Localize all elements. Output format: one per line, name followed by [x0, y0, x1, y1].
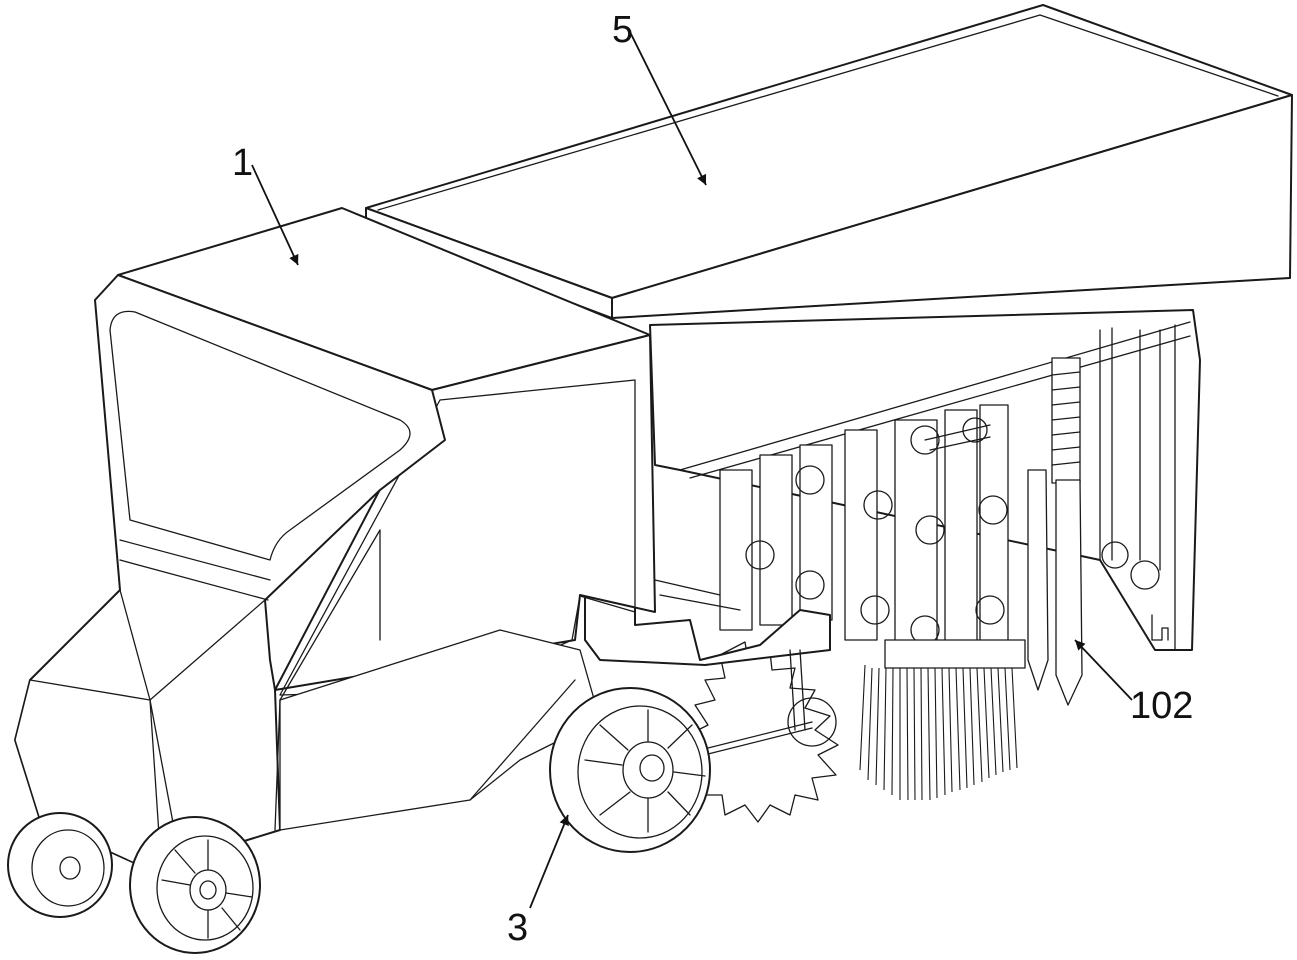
label-5: 5	[612, 9, 633, 51]
front-left-wheel	[7, 812, 113, 918]
label-1: 1	[232, 142, 253, 184]
callout-5: 5	[612, 9, 707, 186]
callout-3: 3	[507, 814, 569, 949]
storage-box	[365, 4, 1293, 319]
label-3: 3	[507, 907, 528, 949]
callout-102: 102	[1074, 639, 1193, 727]
brush-bristles	[859, 639, 1026, 801]
saw-blade	[687, 641, 839, 823]
pin-set	[745, 417, 1160, 645]
callout-1: 1	[232, 142, 299, 266]
label-102: 102	[1130, 685, 1193, 727]
front-right-wheel	[129, 816, 261, 954]
cab-body	[14, 207, 656, 871]
rear-wheel	[549, 687, 711, 853]
